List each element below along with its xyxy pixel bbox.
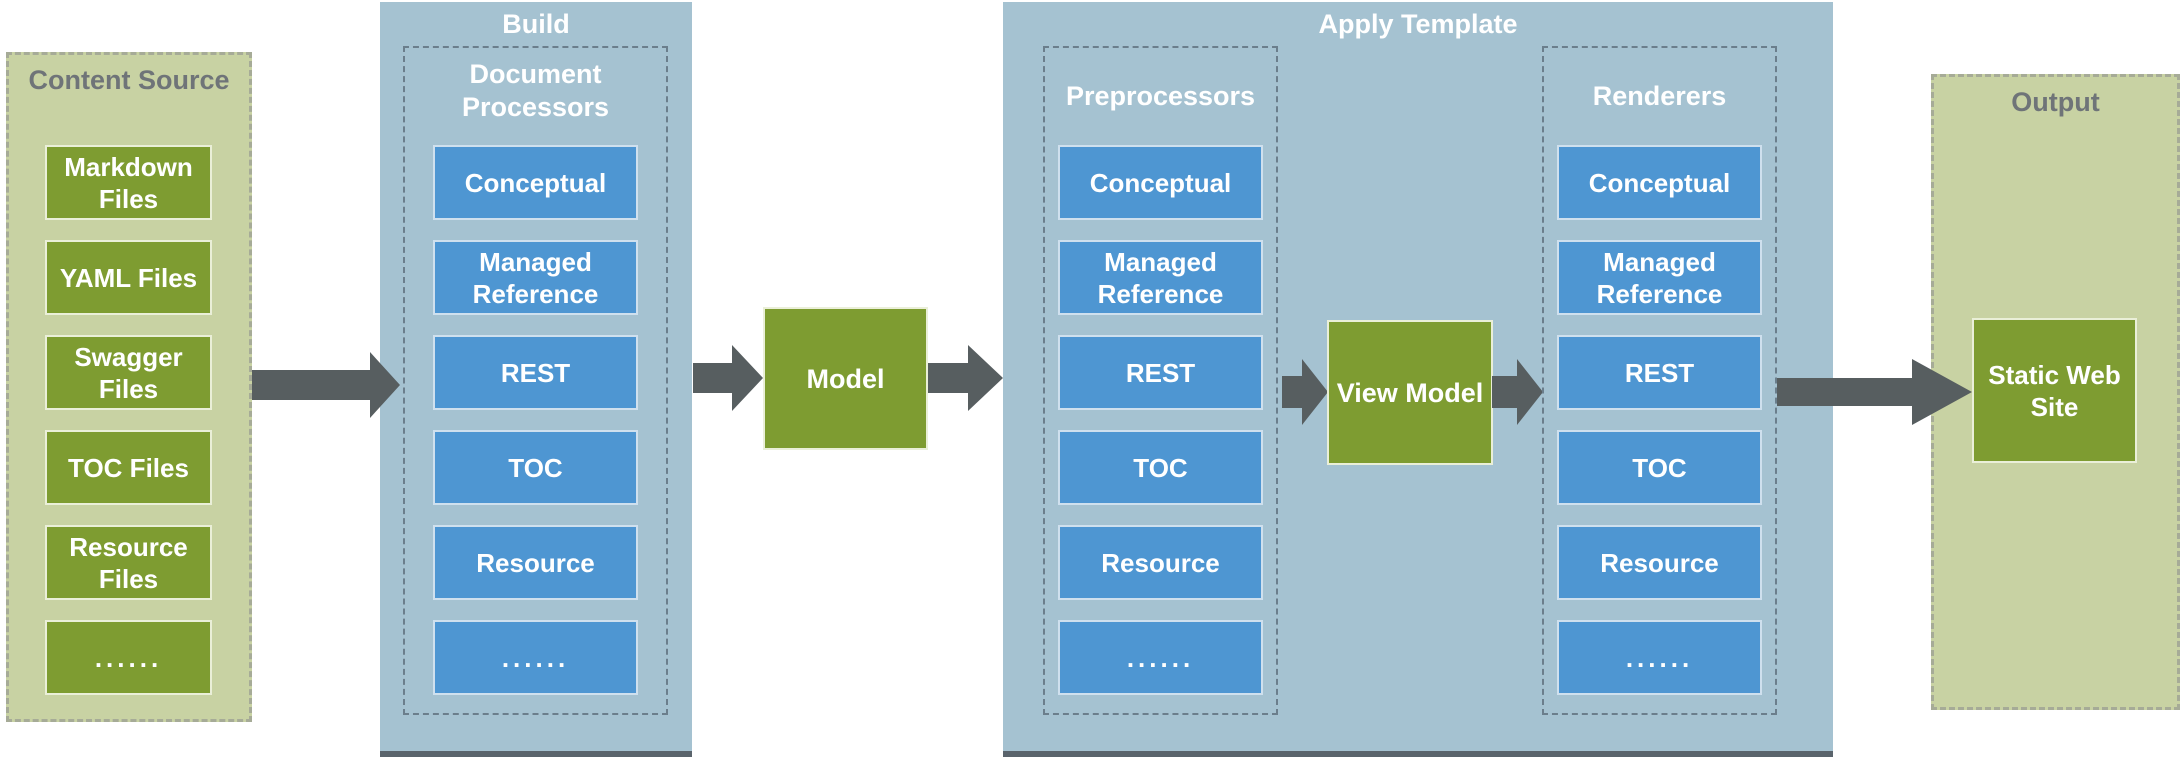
node-yaml-files: YAML Files: [45, 240, 212, 315]
node-build-ellipsis: ......: [433, 620, 638, 695]
node-static-web-site: Static Web Site: [1972, 318, 2137, 463]
content-source-title: Content Source: [28, 65, 230, 95]
arrow-content-source-to-build: [252, 352, 400, 418]
node-build-resource: Resource: [433, 525, 638, 600]
node-build-conceptual: Conceptual: [433, 145, 638, 220]
node-build-toc: TOC: [433, 430, 638, 505]
node-markdown-files: Markdown Files: [45, 145, 212, 220]
node-model: Model: [763, 307, 928, 450]
group-document-processors: Document Processors Conceptual Managed R…: [403, 46, 668, 715]
node-pre-resource: Resource: [1058, 525, 1263, 600]
node-toc-files: TOC Files: [45, 430, 212, 505]
node-view-model: View Model: [1327, 320, 1493, 465]
renderers-title: Renderers: [1592, 81, 1727, 111]
renderers-items: Conceptual Managed Reference REST TOC Re…: [1557, 145, 1762, 695]
group-preprocessors: Preprocessors Conceptual Managed Referen…: [1043, 46, 1278, 715]
group-renderers: Renderers Conceptual Managed Reference R…: [1542, 46, 1777, 715]
apply-template-title: Apply Template: [1318, 9, 1518, 39]
node-pre-toc: TOC: [1058, 430, 1263, 505]
node-pre-conceptual: Conceptual: [1058, 145, 1263, 220]
build-title: Build: [502, 9, 570, 39]
arrow-view-model-to-renderers: [1492, 359, 1543, 425]
preprocessors-items: Conceptual Managed Reference REST TOC Re…: [1058, 145, 1263, 695]
node-pre-managed-reference: Managed Reference: [1058, 240, 1263, 315]
node-pre-ellipsis: ......: [1058, 620, 1263, 695]
panel-output: Output Static Web Site: [1931, 74, 2180, 710]
node-ren-toc: TOC: [1557, 430, 1762, 505]
node-pre-rest: REST: [1058, 335, 1263, 410]
document-processors-items: Conceptual Managed Reference REST TOC Re…: [433, 145, 638, 695]
panel-apply-template: Apply Template Preprocessors Conceptual …: [1003, 2, 1833, 757]
document-processors-title: Document Processors: [461, 59, 610, 122]
node-ren-rest: REST: [1557, 335, 1762, 410]
node-build-rest: REST: [433, 335, 638, 410]
node-content-source-ellipsis: ......: [45, 620, 212, 695]
arrow-preprocessors-to-view-model: [1282, 359, 1328, 425]
content-source-items: Markdown Files YAML Files Swagger Files …: [45, 145, 212, 695]
node-ren-conceptual: Conceptual: [1557, 145, 1762, 220]
arrow-renderers-to-output: [1777, 359, 1972, 425]
output-title: Output: [2011, 87, 2100, 117]
node-ren-managed-reference: Managed Reference: [1557, 240, 1762, 315]
node-ren-resource: Resource: [1557, 525, 1762, 600]
arrow-model-to-apply-template: [928, 345, 1003, 411]
node-resource-files: Resource Files: [45, 525, 212, 600]
arrow-build-to-model: [693, 345, 763, 411]
panel-content-source: Content Source Markdown Files YAML Files…: [6, 52, 252, 722]
node-ren-ellipsis: ......: [1557, 620, 1762, 695]
panel-build: Build Document Processors Conceptual Man…: [380, 2, 692, 757]
preprocessors-title: Preprocessors: [1065, 81, 1256, 111]
node-swagger-files: Swagger Files: [45, 335, 212, 410]
node-build-managed-reference: Managed Reference: [433, 240, 638, 315]
